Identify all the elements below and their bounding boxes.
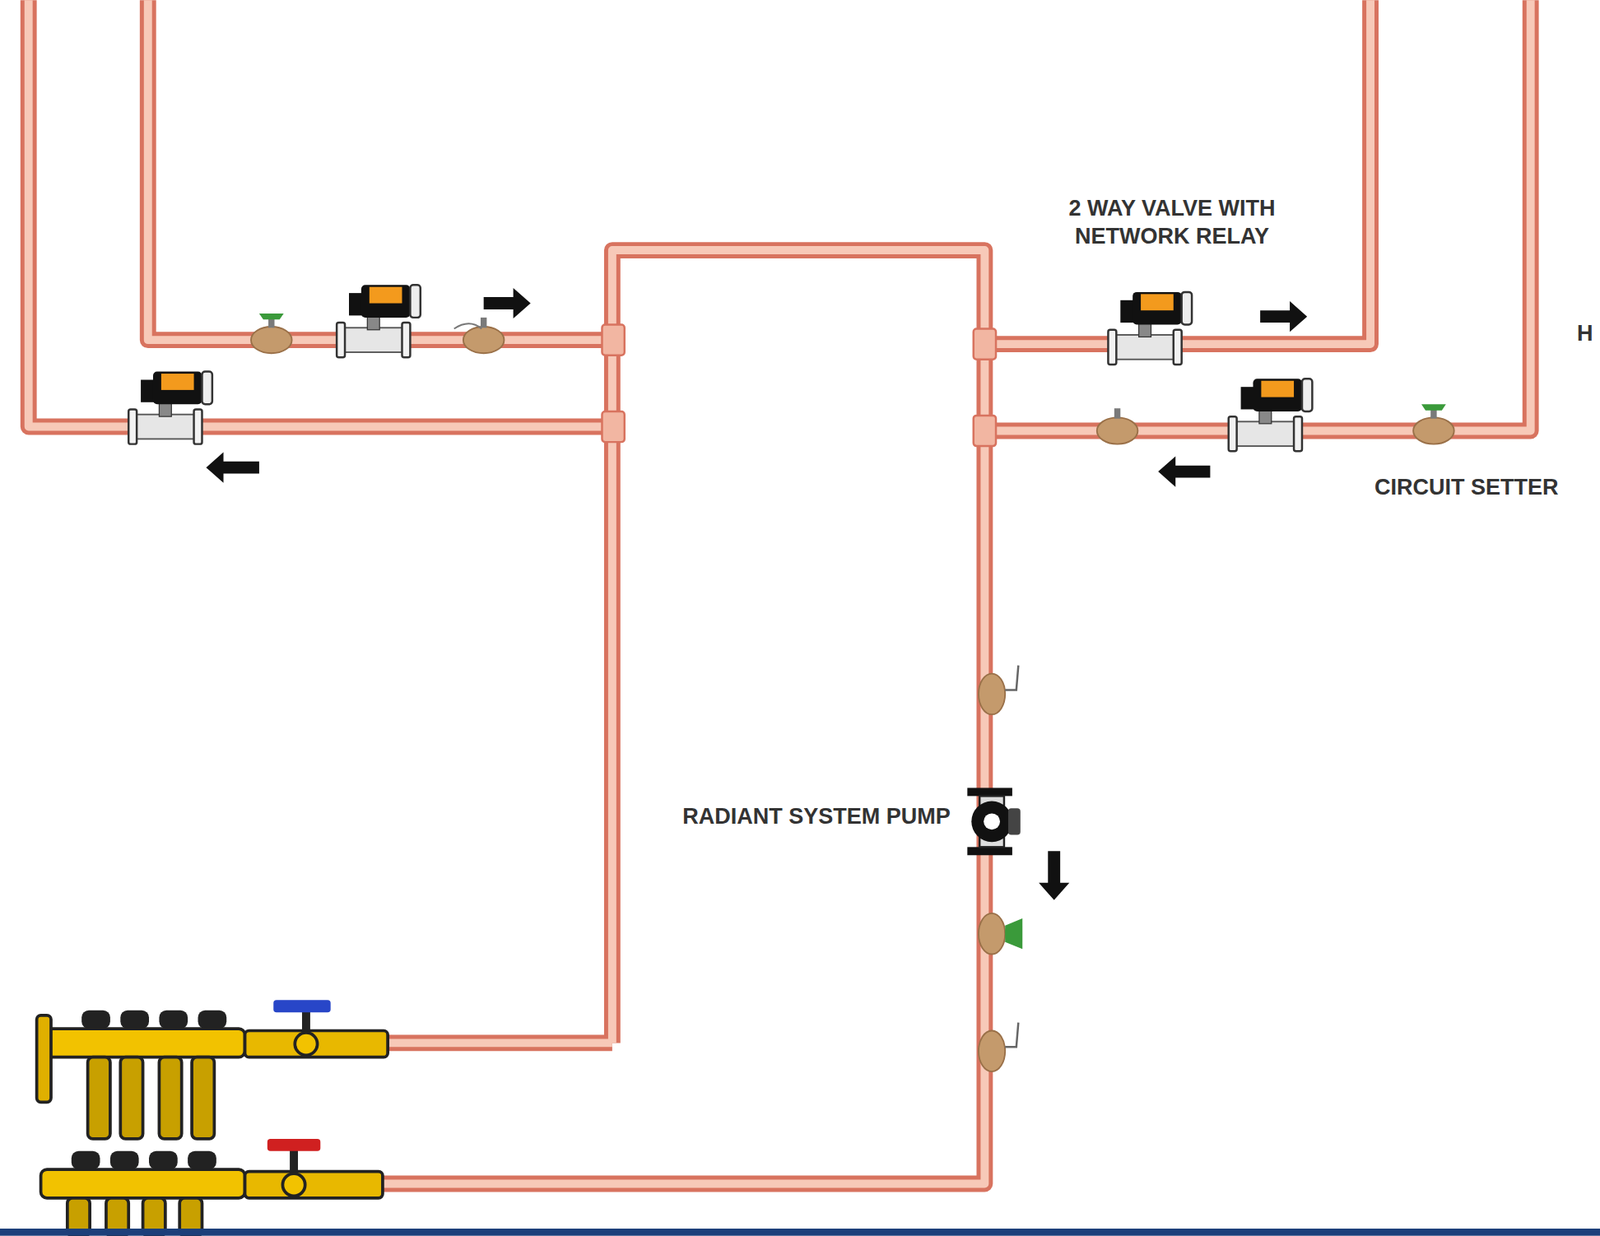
pump-symbol: [967, 787, 1020, 856]
bottom-bar: [0, 1228, 1600, 1236]
callout-label: CIRCUIT SETTER: [1374, 473, 1559, 502]
callout-label: 2 WAY VALVE WITH NETWORK RELAY: [1032, 194, 1312, 252]
manifolds: [37, 1000, 388, 1236]
tee-fittings: [601, 325, 996, 447]
callout-label: RADIANT SYSTEM PUMP: [679, 802, 954, 831]
callout-label: H: [1576, 319, 1594, 348]
vertical-valves: [978, 665, 1023, 1072]
flow-arrows: [205, 288, 1307, 901]
